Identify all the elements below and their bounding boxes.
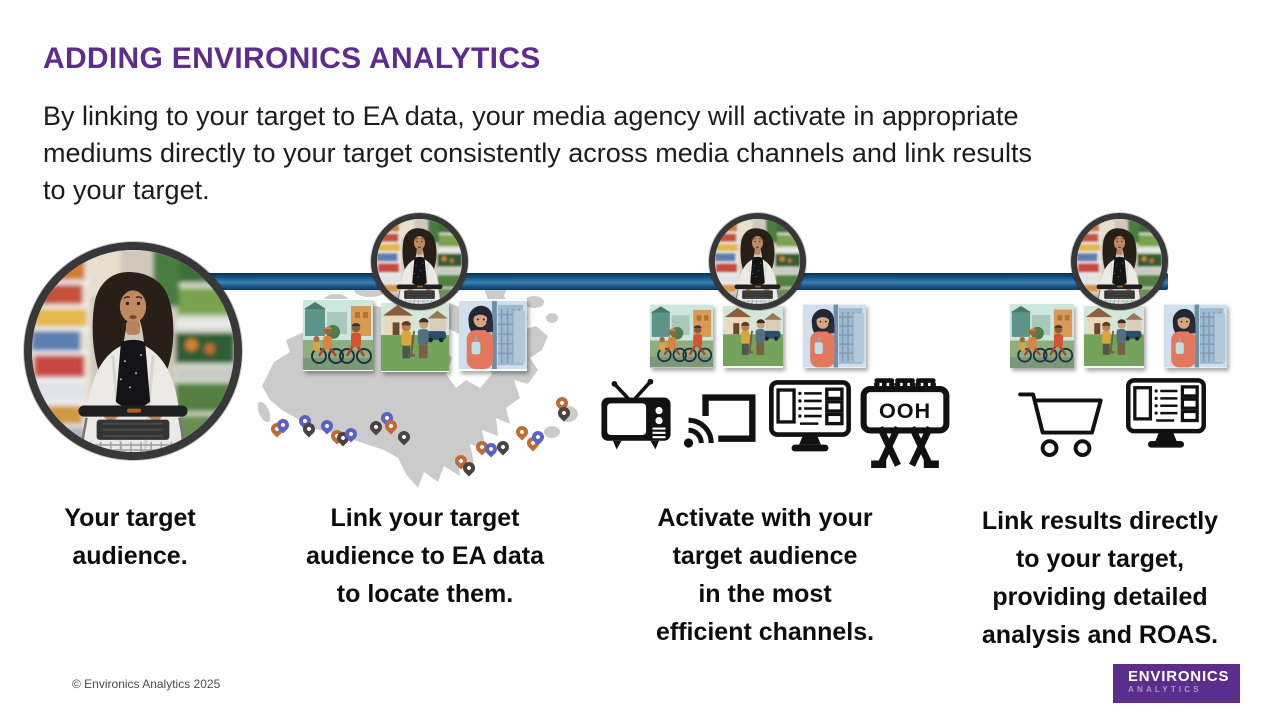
segment-thumb-yard	[381, 302, 449, 372]
segment-thumb-yard	[723, 304, 783, 368]
segment-thumb-phone	[803, 304, 866, 368]
step-caption-3: Activate with your target audience in th…	[655, 504, 875, 646]
segment-thumb-yard	[1084, 304, 1144, 368]
woman-shopping-photo	[32, 250, 234, 452]
segment-thumb-biking	[650, 304, 713, 368]
segment-thumb-phone	[1164, 304, 1227, 368]
tv-icon	[600, 377, 672, 457]
logo-wordmark: ENVIRONICS	[1128, 668, 1230, 685]
woman-shopping-photo	[715, 219, 800, 304]
step-caption-4: Link results directly to your target, pr…	[981, 507, 1219, 649]
shopping-cart-icon	[1012, 384, 1114, 462]
desktop-computer-icon	[1125, 376, 1207, 456]
timeline-node-photo	[371, 213, 468, 310]
timeline-node-photo	[1071, 213, 1168, 310]
copyright-text: © Environics Analytics 2025	[72, 677, 221, 691]
cast-screen-icon	[680, 389, 758, 453]
page-title: ADDING ENVIRONICS ANALYTICS	[43, 42, 541, 75]
intro-line: to your target.	[43, 175, 210, 205]
billboard-label: OOH	[879, 398, 931, 423]
segment-thumb-phone	[459, 299, 527, 371]
intro-line: By linking to your target to EA data, yo…	[43, 101, 1019, 131]
segment-thumb-biking	[303, 299, 373, 371]
timeline-bar	[138, 273, 1168, 290]
intro-line: mediums directly to your target consiste…	[43, 138, 1032, 168]
step-caption-2: Link your target audience to EA data to …	[305, 504, 544, 608]
step-caption-1: Your target audience.	[64, 504, 196, 570]
timeline-node-photo	[709, 213, 806, 310]
segment-thumb-biking	[1010, 304, 1074, 368]
woman-shopping-photo	[377, 219, 462, 304]
target-audience-photo	[24, 242, 242, 460]
intro-paragraph: By linking to your target to EA data, yo…	[43, 98, 1253, 209]
billboard-ooh-icon: OOH	[858, 374, 952, 468]
environics-analytics-logo: ENVIRONICS ANALYTICS	[1113, 664, 1240, 703]
logo-subtext: ANALYTICS	[1128, 685, 1202, 694]
woman-shopping-photo	[1077, 219, 1162, 304]
desktop-computer-icon	[768, 378, 852, 460]
